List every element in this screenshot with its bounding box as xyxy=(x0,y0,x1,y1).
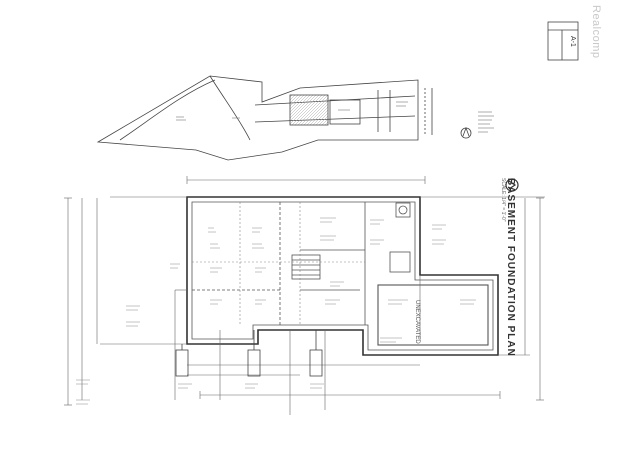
plan-notes xyxy=(76,217,476,405)
beam-lines xyxy=(192,202,365,325)
watermark-text: Realcomp xyxy=(590,5,602,59)
sheet-number: A-1 xyxy=(569,35,576,47)
foundation-walls xyxy=(186,196,499,356)
dimension-lines xyxy=(64,176,545,415)
foundation-inner-walls xyxy=(191,201,494,351)
title-block xyxy=(547,21,579,61)
site-annotations xyxy=(176,101,494,133)
plan-scale: SCALE: 1/4" = 1'-0" xyxy=(500,178,506,222)
title-logo xyxy=(505,178,519,192)
garage-label: UNEXCAVATED xyxy=(414,300,420,344)
step-footings xyxy=(175,330,323,377)
site-plan xyxy=(96,75,472,161)
